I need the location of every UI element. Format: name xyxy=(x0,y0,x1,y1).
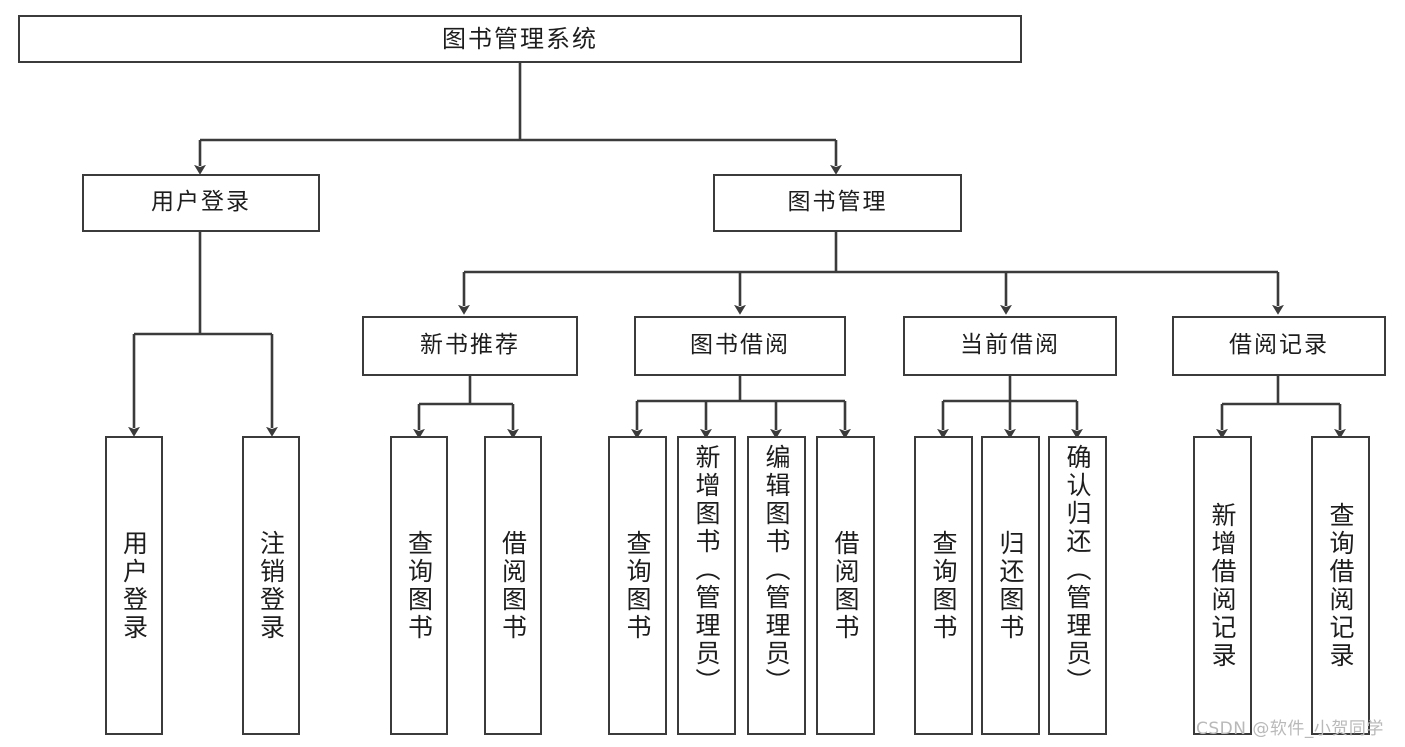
leaf-query-book-current[interactable]: 查询图书 xyxy=(914,436,973,735)
leaf-edit-book-admin[interactable]: 编辑图书（管理员） xyxy=(747,436,806,735)
leaf-query-borrow-record[interactable]: 查询借阅记录 xyxy=(1311,436,1370,735)
leaf-query-book-new[interactable]: 查询图书 xyxy=(390,436,448,735)
node-label: 注销登录 xyxy=(256,529,286,642)
leaf-borrow-book-new[interactable]: 借阅图书 xyxy=(484,436,542,735)
node-book-borrow[interactable]: 图书借阅 xyxy=(634,316,846,376)
node-label: 借阅图书 xyxy=(498,529,528,642)
leaf-query-book-borrow[interactable]: 查询图书 xyxy=(608,436,667,735)
leaf-borrow-book[interactable]: 借阅图书 xyxy=(816,436,875,735)
node-label: 图书管理系统 xyxy=(442,24,598,53)
node-label: 查询图书 xyxy=(404,529,434,642)
leaf-user-login[interactable]: 用户登录 xyxy=(105,436,163,735)
node-label: 查询借阅记录 xyxy=(1326,501,1355,670)
node-current-borrow[interactable]: 当前借阅 xyxy=(903,316,1117,376)
leaf-add-book-admin[interactable]: 新增图书（管理员） xyxy=(677,436,736,735)
node-label: 新增借阅记录 xyxy=(1208,501,1237,670)
node-label: 确认归还（管理员） xyxy=(1063,444,1092,696)
leaf-logout[interactable]: 注销登录 xyxy=(242,436,300,735)
leaf-confirm-return-admin[interactable]: 确认归还（管理员） xyxy=(1048,436,1107,735)
node-root-book-management-system[interactable]: 图书管理系统 xyxy=(18,15,1022,63)
node-borrow-record[interactable]: 借阅记录 xyxy=(1172,316,1386,376)
node-label: 当前借阅 xyxy=(960,332,1060,359)
node-label: 图书管理 xyxy=(787,189,888,216)
csdn-watermark: CSDN @软件_小贺同学 xyxy=(1196,719,1384,739)
node-label: 编辑图书（管理员） xyxy=(762,444,791,696)
leaf-return-book[interactable]: 归还图书 xyxy=(981,436,1040,735)
node-new-book-recommend[interactable]: 新书推荐 xyxy=(362,316,578,376)
node-label: 借阅图书 xyxy=(831,529,860,642)
leaf-add-borrow-record[interactable]: 新增借阅记录 xyxy=(1193,436,1252,735)
node-label: 查询图书 xyxy=(929,529,958,642)
node-label: 新书推荐 xyxy=(420,332,520,359)
node-label: 查询图书 xyxy=(623,529,652,642)
node-user-login[interactable]: 用户登录 xyxy=(82,174,320,232)
node-label: 新增图书（管理员） xyxy=(692,444,721,696)
node-label: 图书借阅 xyxy=(690,332,790,359)
node-label: 用户登录 xyxy=(119,529,149,642)
node-book-management[interactable]: 图书管理 xyxy=(713,174,962,232)
node-label: 借阅记录 xyxy=(1229,332,1329,359)
node-label: 用户登录 xyxy=(151,189,251,216)
node-label: 归还图书 xyxy=(996,529,1025,642)
